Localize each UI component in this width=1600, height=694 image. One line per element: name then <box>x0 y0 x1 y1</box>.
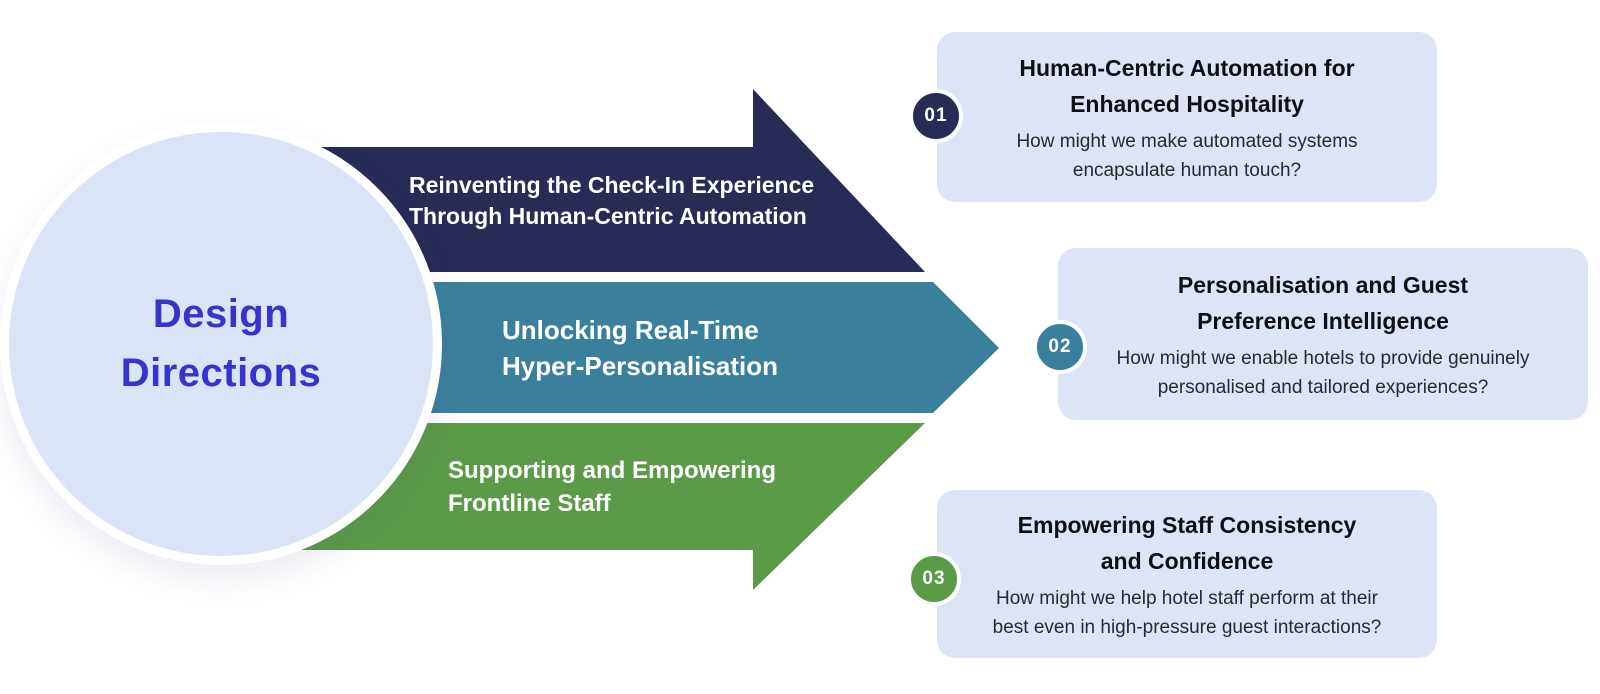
design-directions-hub-circle: Design Directions <box>0 123 442 565</box>
card-question-line: personalised and tailored experiences? <box>1157 376 1489 398</box>
arrow-label-hyper-personalisation: Unlocking Real-Time Hyper-Personalisatio… <box>502 282 778 413</box>
card-staff-consistency-confidence: Empowering Staff Consistency and Confide… <box>937 490 1437 658</box>
arrow-label-line: Unlocking Real-Time <box>502 314 759 345</box>
hub-title-line-1: Design <box>152 292 290 336</box>
card-question-line: How might we enable hotels to provide ge… <box>1116 347 1530 369</box>
card-question: How might we enable hotels to provide ge… <box>1076 344 1570 402</box>
card-title: Personalisation and Guest Preference Int… <box>1076 267 1570 339</box>
arrow-label-line: Hyper-Personalisation <box>502 350 778 381</box>
card-title: Empowering Staff Consistency and Confide… <box>955 507 1419 579</box>
card-question-line: How might we help hotel staff perform at… <box>996 587 1378 609</box>
number-badge-01: 01 <box>909 89 963 143</box>
arrow-label-line: Frontline Staff <box>448 489 611 517</box>
number-badge-03: 03 <box>907 552 961 606</box>
arrow-label-frontline-staff: Supporting and Empowering Frontline Staf… <box>448 423 776 550</box>
card-title-line: Personalisation and Guest <box>1177 271 1469 298</box>
arrow-label-line: Supporting and Empowering <box>448 456 776 484</box>
card-title: Human-Centric Automation for Enhanced Ho… <box>955 50 1419 122</box>
arrow-label-check-in-experience: Reinventing the Check-In Experience Thro… <box>409 140 814 262</box>
card-question: How might we help hotel staff perform at… <box>955 584 1419 642</box>
card-title-line: Preference Intelligence <box>1197 307 1449 334</box>
arrow-label-line: Reinventing the Check-In Experience <box>409 172 815 198</box>
card-title-line: Enhanced Hospitality <box>1070 90 1304 117</box>
card-question-line: best even in high-pressure guest interac… <box>992 616 1382 638</box>
card-question-line: encapsulate human touch? <box>1072 159 1302 181</box>
card-title-line: and Confidence <box>1100 547 1274 574</box>
card-question-line: How might we make automated systems <box>1016 130 1358 152</box>
card-human-centric-automation: Human-Centric Automation for Enhanced Ho… <box>937 32 1437 202</box>
card-title-line: Empowering Staff Consistency <box>1017 511 1357 538</box>
card-question: How might we make automated systems enca… <box>955 127 1419 185</box>
card-guest-preference-intelligence: Personalisation and Guest Preference Int… <box>1058 248 1588 420</box>
hub-title-line-2: Directions <box>120 351 322 395</box>
number-badge-02: 02 <box>1033 320 1087 374</box>
card-title-line: Human-Centric Automation for <box>1019 54 1355 81</box>
arrow-label-line: Through Human-Centric Automation <box>409 203 807 229</box>
